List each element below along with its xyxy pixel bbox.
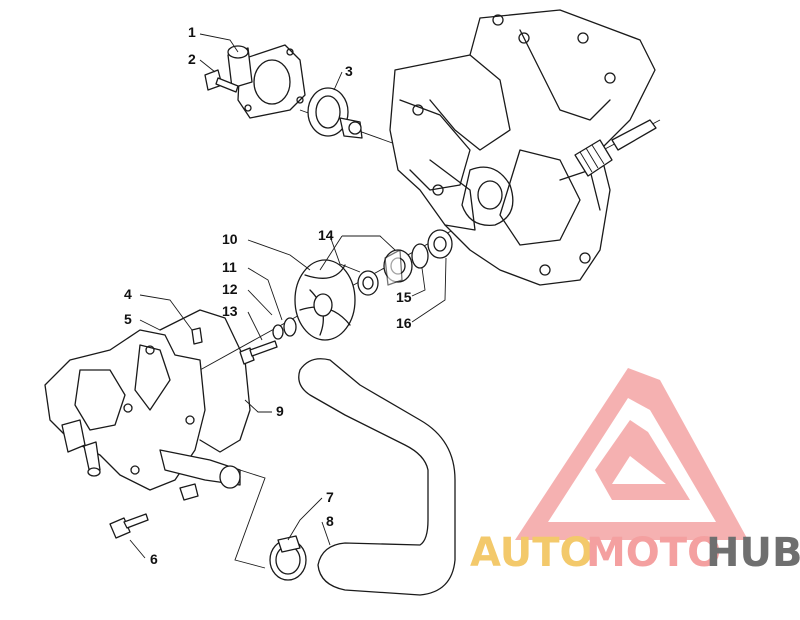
engine-crankcase <box>389 9 656 286</box>
water-pump-housing <box>44 329 241 501</box>
callout-14: 14 <box>318 227 334 243</box>
callout-12: 12 <box>222 281 238 297</box>
hose-clamp <box>269 535 307 581</box>
watermark-word-auto: AUTO <box>470 530 594 576</box>
callout-6: 6 <box>150 551 158 567</box>
callout-15: 15 <box>396 289 412 305</box>
watermark-word-moto: MOTO <box>586 530 721 576</box>
callout-7: 7 <box>326 489 334 505</box>
callout-2: 2 <box>188 51 196 67</box>
washer-12 <box>272 324 284 340</box>
dowel-pin <box>191 327 203 345</box>
watermark-word-hub: HUB <box>706 530 800 576</box>
washer-11 <box>283 317 297 337</box>
thermostat <box>307 87 363 139</box>
thermostat-housing <box>227 44 306 119</box>
oil-seal <box>427 229 453 259</box>
coolant-hose <box>298 358 456 596</box>
callout-9: 9 <box>276 403 284 419</box>
callout-5: 5 <box>124 311 132 327</box>
callout-11: 11 <box>222 259 237 275</box>
callout-13: 13 <box>222 303 238 319</box>
watermark-logo <box>515 368 748 540</box>
bolt-2 <box>204 69 239 93</box>
gasket <box>159 309 251 453</box>
impeller <box>294 259 356 341</box>
water-pump-seal <box>357 249 413 296</box>
callout-10: 10 <box>222 231 238 247</box>
impeller-bolt <box>239 340 278 365</box>
callout-4: 4 <box>124 286 132 302</box>
callout-8: 8 <box>326 513 334 529</box>
callouts: 1 2 3 4 5 6 7 8 9 10 11 12 13 14 15 16 <box>124 24 412 567</box>
crankshaft-gear <box>574 119 657 177</box>
callout-1: 1 <box>188 24 196 40</box>
watermark-text: AUTO MOTO HUB <box>470 530 800 576</box>
callout-3: 3 <box>345 63 353 79</box>
bolt-6 <box>109 513 149 539</box>
callout-16: 16 <box>396 315 412 331</box>
leader-lines <box>129 33 447 569</box>
snap-ring <box>411 243 429 269</box>
